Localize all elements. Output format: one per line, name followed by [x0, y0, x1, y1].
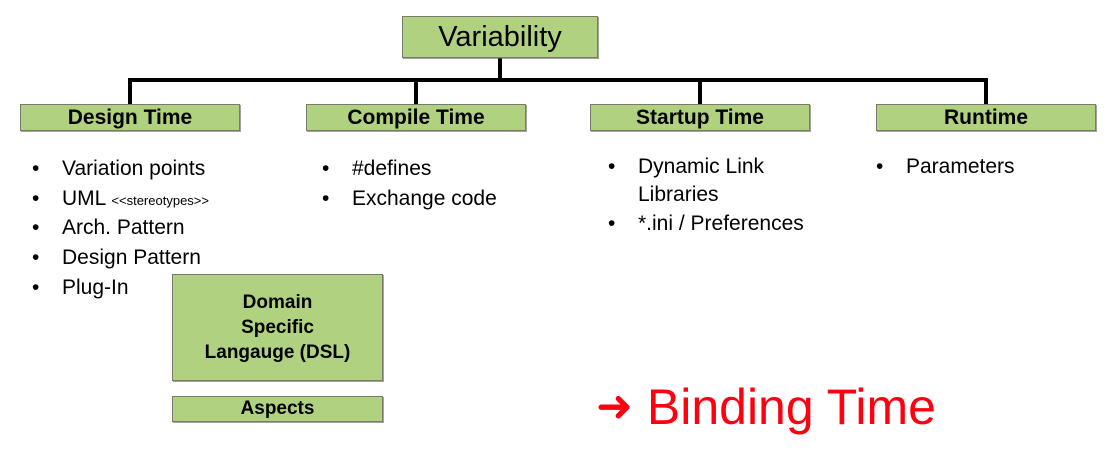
- list-item-label: Design Pattern: [62, 246, 201, 270]
- list-item: • Dynamic Link Libraries: [608, 153, 858, 208]
- connector-drop-startup-time: [698, 78, 702, 105]
- list-item-text: UML: [62, 186, 112, 210]
- bullet-list-compile-time: • #defines • Exchange code: [322, 155, 572, 214]
- node-compile-time-label: Compile Time: [347, 105, 485, 129]
- bullet-icon: •: [608, 155, 616, 178]
- list-item-label: UML <<stereotypes>>: [62, 185, 292, 213]
- list-item-label: Arch. Pattern: [62, 216, 185, 240]
- bullet-icon: •: [608, 212, 616, 236]
- node-aspects-label: Aspects: [240, 398, 315, 420]
- right-arrow-icon: ➜: [596, 381, 633, 432]
- node-runtime: Runtime: [876, 104, 1096, 131]
- bullet-icon: •: [322, 186, 330, 210]
- node-domain-specific-language: Domain Specific Langauge (DSL): [172, 274, 383, 381]
- bullet-icon: •: [322, 157, 330, 180]
- list-item: • Exchange code: [322, 185, 572, 213]
- node-variability: Variability: [402, 16, 598, 58]
- list-item-label: Variation points: [62, 157, 206, 180]
- node-variability-label: Variability: [438, 20, 562, 53]
- node-dsl-line-3: Langauge (DSL): [204, 342, 351, 364]
- node-runtime-label: Runtime: [944, 105, 1028, 129]
- callout-binding-time-label: Binding Time: [646, 379, 936, 435]
- node-design-time-label: Design Time: [67, 105, 193, 129]
- connector-drop-runtime: [984, 78, 988, 105]
- list-item: • Parameters: [876, 153, 1106, 181]
- list-item-label: Dynamic Link Libraries: [638, 155, 765, 206]
- bullet-icon: •: [32, 157, 40, 180]
- connector-drop-design-time: [128, 78, 132, 105]
- list-item-label: #defines: [352, 157, 432, 180]
- bullet-list-runtime: • Parameters: [876, 153, 1106, 183]
- bullet-icon: •: [32, 186, 40, 210]
- list-item: • Design Pattern: [32, 244, 292, 272]
- list-item: • *.ini / Preferences: [608, 210, 858, 238]
- list-item: • Variation points: [32, 155, 292, 183]
- node-aspects: Aspects: [172, 396, 383, 422]
- bullet-icon: •: [32, 246, 40, 270]
- bullet-list-startup-time: • Dynamic Link Libraries • *.ini / Prefe…: [608, 153, 858, 240]
- bullet-icon: •: [32, 275, 40, 299]
- list-item: • UML <<stereotypes>>: [32, 185, 292, 213]
- connector-drop-compile-time: [414, 78, 418, 105]
- list-item-label: *.ini / Preferences: [638, 212, 804, 236]
- list-item-label: Parameters: [906, 155, 1015, 178]
- node-design-time: Design Time: [20, 104, 240, 131]
- connector-root-stem: [498, 58, 502, 82]
- callout-binding-time: ➜ Binding Time: [596, 382, 936, 432]
- node-dsl-line-1: Domain: [242, 291, 313, 313]
- connector-horizontal-bus: [128, 78, 988, 82]
- bullet-icon: •: [32, 216, 40, 240]
- list-item-label: Exchange code: [352, 186, 497, 210]
- node-startup-time-label: Startup Time: [636, 105, 764, 129]
- list-item: • Plug-In: [32, 274, 292, 302]
- bullet-list-design-time: • Variation points • UML <<stereotypes>>…: [32, 155, 292, 304]
- node-startup-time: Startup Time: [590, 104, 810, 131]
- stereotype-tag: <<stereotypes>>: [111, 192, 209, 208]
- list-item: • #defines: [322, 155, 572, 183]
- node-compile-time: Compile Time: [306, 104, 526, 131]
- node-dsl-line-2: Specific: [241, 316, 314, 338]
- list-item-label: Plug-In: [62, 275, 129, 299]
- bullet-icon: •: [876, 155, 884, 178]
- list-item: • Arch. Pattern: [32, 214, 292, 242]
